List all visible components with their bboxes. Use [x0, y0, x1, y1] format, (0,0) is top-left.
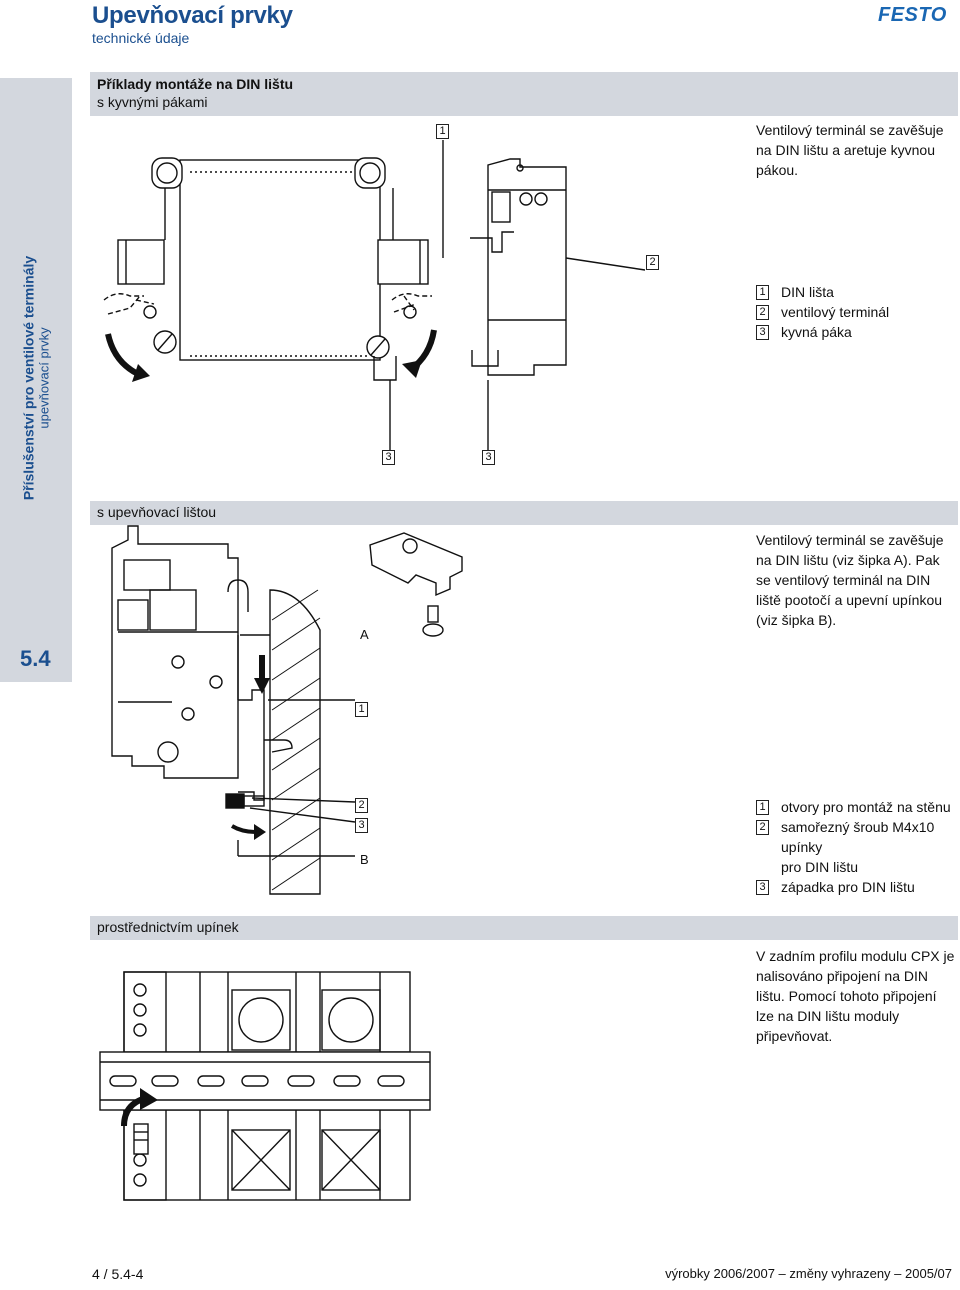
festo-logo: FESTO [878, 4, 947, 26]
section-heading-din-rail: Příklady montáže na DIN lištu s kyvnými … [90, 72, 958, 116]
section2-heading: s upevňovací lištou [97, 504, 217, 520]
page-subtitle: technické údaje [92, 30, 190, 46]
arrow-label-b: B [360, 852, 369, 867]
section3-description: V zadním profilu modulu CPX je nalisován… [756, 948, 955, 1044]
page-title: Upevňovací prvky [92, 2, 293, 29]
section-number: 5.4 [20, 646, 51, 671]
section1-subheading: s kyvnými pákami [97, 94, 208, 110]
callout-2: 2 [355, 798, 368, 813]
edition-note: výrobky 2006/2007 – změny vyhrazeny – 20… [665, 1266, 952, 1281]
section-heading-mounting-rail: s upevňovací lištou [90, 501, 958, 525]
section-heading-clips: prostřednictvím upínek [90, 916, 958, 940]
callout-1: 1 [355, 702, 368, 717]
section1-heading: Příklady montáže na DIN lištu [97, 76, 294, 92]
section2-description: Ventilový terminál se zavěšuje na DIN li… [756, 532, 944, 628]
callout-1: 1 [436, 124, 449, 139]
callout-3: 3 [355, 818, 368, 833]
callout-3: 3 [482, 450, 495, 465]
page-number: 4 / 5.4-4 [92, 1266, 144, 1282]
sidebar: Příslušenství pro ventilové terminály up… [0, 78, 72, 682]
arrow-label-a: A [360, 627, 369, 642]
callout-2: 2 [646, 255, 659, 270]
callout-3: 3 [382, 450, 395, 465]
section3-heading: prostřednictvím upínek [97, 919, 239, 935]
section1-description: Ventilový terminál se zavěšuje na DIN li… [756, 122, 944, 178]
